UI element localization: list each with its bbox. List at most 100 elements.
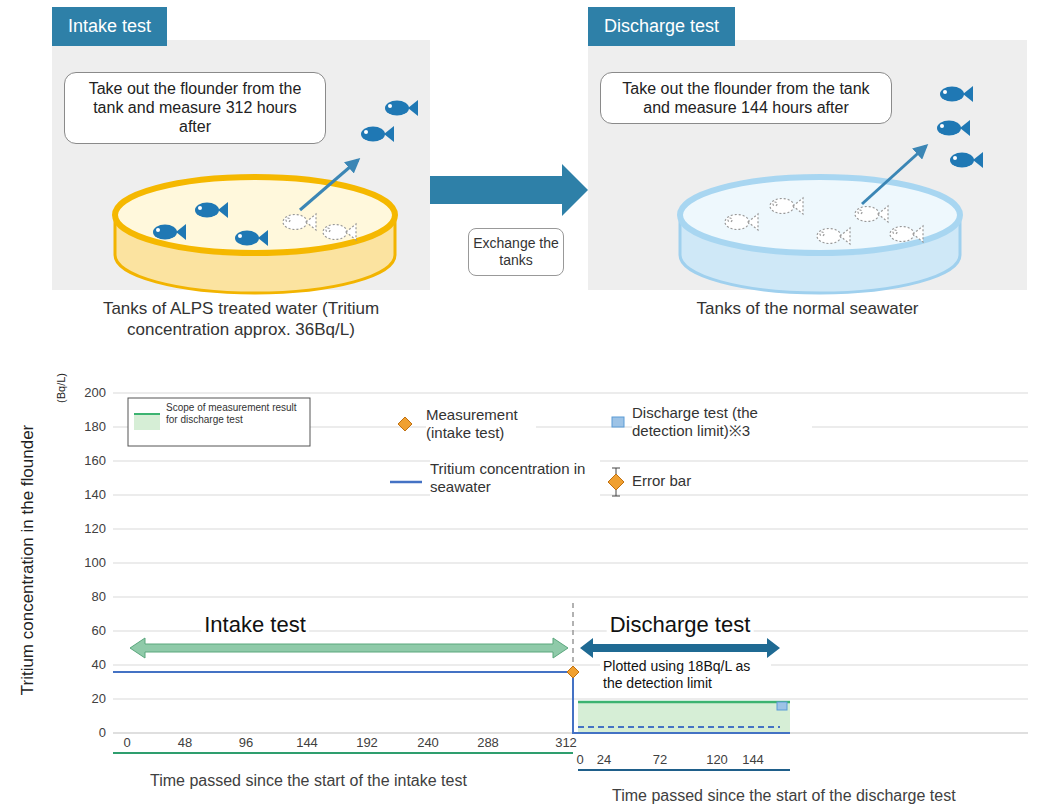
axis-tick: 180 <box>84 419 106 435</box>
fish <box>890 226 923 242</box>
chart-label: Discharge test <box>607 612 754 638</box>
fish <box>235 230 268 246</box>
intake-period-arrow <box>130 638 568 658</box>
node-text: Discharge test <box>604 16 719 37</box>
gridline <box>113 461 1028 462</box>
chart-label: 72 <box>653 752 667 768</box>
gridline <box>113 665 1028 666</box>
node-text: Exchange the tanks <box>473 235 559 269</box>
gridline <box>113 699 1028 700</box>
discharge-time-axis <box>578 769 790 771</box>
axis-tick: 200 <box>84 385 106 401</box>
node-text: Take out the flounder from the tank and … <box>611 79 881 117</box>
chart-label: 144 <box>742 752 764 768</box>
diamond-marker <box>398 417 412 431</box>
axis-title: Tritium concentration in the flounder <box>18 425 38 696</box>
exchange-box: Exchange the tanks <box>468 228 564 276</box>
legend-text: Measurement (intake test) <box>426 406 536 442</box>
axis-tick: 20 <box>92 691 106 707</box>
callout-box: Take out the flounder from the tank and … <box>64 72 326 144</box>
fish <box>283 214 316 230</box>
scope-line <box>578 701 790 704</box>
tank-caption: Tanks of ALPS treated water (Tritium con… <box>86 298 396 341</box>
legend-box <box>128 398 310 446</box>
legend-swatch <box>134 414 160 430</box>
gridline <box>113 529 1028 530</box>
legend-swatch-edge <box>134 413 160 415</box>
fish <box>195 202 228 218</box>
legend-text: Error bar <box>632 472 752 490</box>
scope-band <box>578 702 790 733</box>
fish <box>725 214 758 230</box>
intake-measurement <box>567 666 579 678</box>
chart-label: 24 <box>597 752 611 768</box>
chart-label: 288 <box>477 735 499 751</box>
diamond-marker <box>608 474 624 490</box>
treated-water-tank <box>115 177 395 253</box>
callout-box: Take out the flounder from the tank and … <box>600 72 892 124</box>
gridline <box>113 495 1028 496</box>
gridline <box>113 393 1028 394</box>
legend-sample <box>608 468 624 496</box>
chart-note: Plotted using 18Bq/L as the detection li… <box>600 658 771 692</box>
axis-tick: 140 <box>84 487 106 503</box>
seawater-tank <box>680 177 960 293</box>
chart-label: 192 <box>356 735 378 751</box>
gridline <box>113 597 1028 598</box>
fish <box>385 100 418 116</box>
chart-label: Intake test <box>201 612 309 638</box>
tank-caption: Tanks of the normal seawater <box>658 298 958 319</box>
axis-tick: 40 <box>92 657 106 673</box>
chart-label: 96 <box>239 735 253 751</box>
fish <box>937 120 970 136</box>
seawater-tank <box>680 177 960 253</box>
legend-sample <box>398 417 412 431</box>
gridline <box>113 631 1028 632</box>
legend-text: Tritium concentration in seawater <box>430 460 600 496</box>
tank-panel: Tanks of the normal seawaterDischarge te… <box>588 40 1027 290</box>
test-tab: Discharge test <box>588 7 735 46</box>
chart-note: Time passed since the start of the intak… <box>150 771 467 790</box>
node-text: Take out the flounder from the tank and … <box>75 79 315 137</box>
seawater-dashed-line <box>578 726 780 728</box>
fish <box>770 198 803 214</box>
exchange-arrow <box>430 164 588 216</box>
gridline <box>113 393 1028 699</box>
axis-tick: 0 <box>99 725 106 741</box>
fish <box>817 228 850 244</box>
detection-limit-marker <box>777 702 787 710</box>
chart-label: 0 <box>123 735 130 751</box>
fish <box>153 100 418 246</box>
chart-label: 240 <box>417 735 439 751</box>
node-text: Intake test <box>68 16 151 37</box>
fish <box>950 152 983 168</box>
axis-tick: 80 <box>92 589 106 605</box>
line-sample <box>390 481 422 484</box>
axis-tick: 160 <box>84 453 106 469</box>
gridline <box>113 563 1028 564</box>
discharge-period-arrow <box>580 638 780 658</box>
axis-tick: 100 <box>84 555 106 571</box>
fish <box>153 224 186 240</box>
take-out-arrow <box>300 160 358 210</box>
intake-measurement <box>567 666 579 678</box>
axis-tick: 60 <box>92 623 106 639</box>
treated-water-tank <box>115 177 395 293</box>
test-tab: Intake test <box>52 7 167 46</box>
seawater-line <box>113 672 790 733</box>
square-marker <box>612 417 624 427</box>
fish <box>940 86 973 102</box>
chart-label: 120 <box>706 752 728 768</box>
legend-sample <box>134 414 160 430</box>
fish <box>855 206 888 222</box>
fish <box>725 86 983 244</box>
tank-panel: Tanks of ALPS treated water (Tritium con… <box>52 40 430 290</box>
legend-sample <box>390 482 422 483</box>
chart-label: 0 <box>576 752 583 768</box>
intake-time-axis <box>113 752 573 754</box>
